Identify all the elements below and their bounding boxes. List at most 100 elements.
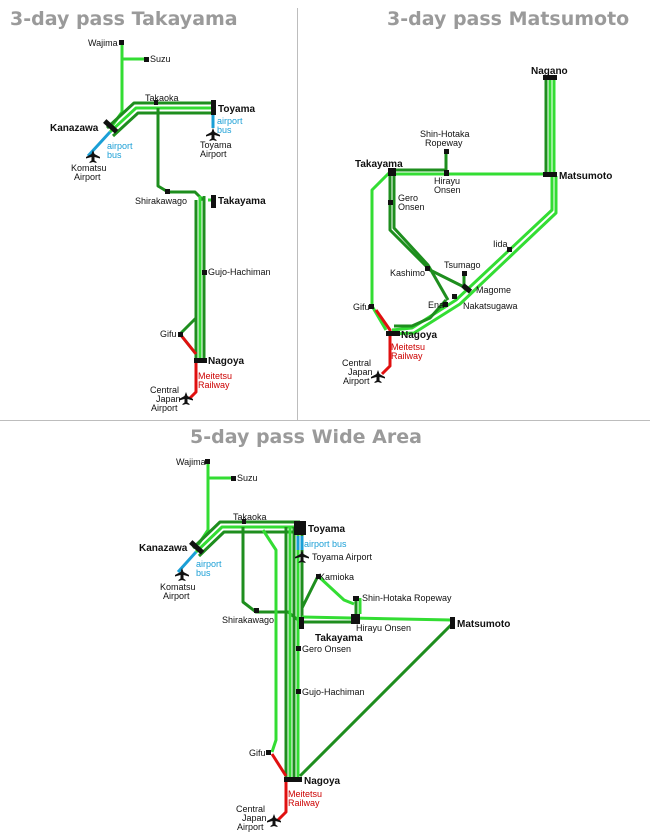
map-matsumoto: Nagano Shin-Hotaka Ropeway Takayama Mats… <box>342 66 612 386</box>
station-kashimo <box>425 266 430 271</box>
label-toyama: Toyama <box>308 524 345 535</box>
label-shinhotaka: Shin-Hotaka Ropeway <box>362 593 452 603</box>
divider-vertical <box>297 8 298 420</box>
label-gero-2: Onsen <box>398 202 425 212</box>
label-nagoya: Nagoya <box>304 776 341 787</box>
label-nagoya: Nagoya <box>401 330 438 341</box>
station-hirayu <box>444 170 449 176</box>
station-iida <box>507 247 512 252</box>
label-airport-bus-2: bus <box>196 568 211 578</box>
label-toyama-ap-2: Airport <box>200 149 227 159</box>
airplane-icon <box>175 568 189 581</box>
station-takayama <box>211 195 216 208</box>
divider-horizontal <box>0 420 650 421</box>
label-gero: Gero Onsen <box>302 644 351 654</box>
label-kamioka: Kamioka <box>319 572 354 582</box>
label-airport-bus-1: airport <box>196 559 222 569</box>
label-central-2: Japan <box>348 367 373 377</box>
title-matsumoto: 3-day pass Matsumoto <box>387 8 630 30</box>
station-matsumoto <box>450 617 455 629</box>
line-chuo-2 <box>391 176 558 336</box>
label-meitetsu-2: Railway <box>391 351 423 361</box>
label-meitetsu-1: Meitetsu <box>391 342 425 352</box>
label-shinhotaka-1: Shin-Hotaka <box>420 129 470 139</box>
label-kanazawa: Kanazawa <box>50 123 99 134</box>
label-airport-bus-a2: bus <box>107 150 122 160</box>
label-central-3: Airport <box>237 822 264 832</box>
line-kanazawa-toyama-1 <box>191 520 300 550</box>
station-toyama <box>294 521 306 535</box>
line-kanazawa-toyama-2 <box>108 106 213 134</box>
station-takayama <box>299 617 304 629</box>
station-nagoya <box>194 358 207 363</box>
line-meitetsu <box>188 360 198 400</box>
label-gero-1: Gero <box>398 193 418 203</box>
label-takayama: Takayama <box>218 196 266 207</box>
station-tsumago <box>462 271 467 276</box>
label-meitetsu-2: Railway <box>198 380 230 390</box>
label-hirayu-2: Onsen <box>434 185 461 195</box>
station-gifu <box>266 750 271 755</box>
label-airport-bus-a1: airport <box>107 141 133 151</box>
label-airport-bus-b1: airport <box>217 116 243 126</box>
station-magome <box>461 283 473 294</box>
line-kanazawa-toyama-2 <box>194 525 300 554</box>
label-central-3: Airport <box>343 376 370 386</box>
line-gero-kashimo <box>392 174 450 301</box>
label-kanazawa: Kanazawa <box>139 543 188 554</box>
label-shirakawago: Shirakawago <box>135 196 187 206</box>
label-central-2: Japan <box>242 813 267 823</box>
line-airport-bus-komatsu <box>86 130 112 158</box>
label-gujo: Gujo-Hachiman <box>302 687 365 697</box>
label-toyama-ap-1: Toyama <box>200 140 232 150</box>
line-kamioka <box>300 575 320 609</box>
station-shinhotaka <box>444 149 449 154</box>
line-wajima <box>196 462 210 546</box>
label-suzu: Suzu <box>237 473 258 483</box>
label-central-1: Central <box>236 804 265 814</box>
line-airport-bus-komatsu <box>176 550 198 574</box>
label-shirakawago: Shirakawago <box>222 615 274 625</box>
label-toyama: Toyama <box>218 104 255 115</box>
station-wajima <box>119 40 124 45</box>
station-suzu <box>144 57 149 62</box>
station-nakatsugawa <box>452 294 457 299</box>
station-takaoka <box>154 100 158 105</box>
label-toyama-airport: Toyama Airport <box>312 552 373 562</box>
label-nagano: Nagano <box>531 66 568 77</box>
line-chuo-3 <box>394 299 448 328</box>
station-ena <box>443 302 448 307</box>
line-meitetsu <box>374 309 392 376</box>
label-hirayu-1: Hirayu <box>434 176 460 186</box>
line-kanazawa-toyama-1 <box>105 101 213 130</box>
station-kanazawa <box>189 540 205 555</box>
station-shirakawago <box>254 608 259 613</box>
label-komatsu-2: Airport <box>163 591 190 601</box>
label-nagoya: Nagoya <box>208 356 245 367</box>
label-iida: Iida <box>493 239 508 249</box>
station-shinhotaka <box>353 596 359 601</box>
label-takayama: Takayama <box>315 633 363 644</box>
station-gero <box>296 646 301 651</box>
line-meitetsu <box>276 782 288 822</box>
line-takayama-matsumoto <box>301 615 453 622</box>
station-nagoya <box>284 777 302 782</box>
airplane-icon <box>267 814 281 827</box>
airplane-icon <box>179 392 193 405</box>
station-takayama <box>388 168 396 176</box>
label-nakatsugawa: Nakatsugawa <box>463 301 518 311</box>
line-takaoka-gifu <box>261 529 278 753</box>
station-gujo <box>202 270 207 275</box>
label-gifu: Gifu <box>353 302 370 312</box>
label-meitetsu-1: Meitetsu <box>288 789 322 799</box>
label-suzu: Suzu <box>150 54 171 64</box>
line-gifu-red <box>178 333 198 355</box>
line-matsumoto-nagoya <box>298 622 454 778</box>
label-tsumago: Tsumago <box>444 260 481 270</box>
label-takayama: Takayama <box>355 159 403 170</box>
label-central-2: Japan <box>156 394 181 404</box>
label-shinhotaka-2: Ropeway <box>425 138 463 148</box>
line-gifu-west <box>370 170 392 331</box>
station-gifu <box>369 304 374 309</box>
